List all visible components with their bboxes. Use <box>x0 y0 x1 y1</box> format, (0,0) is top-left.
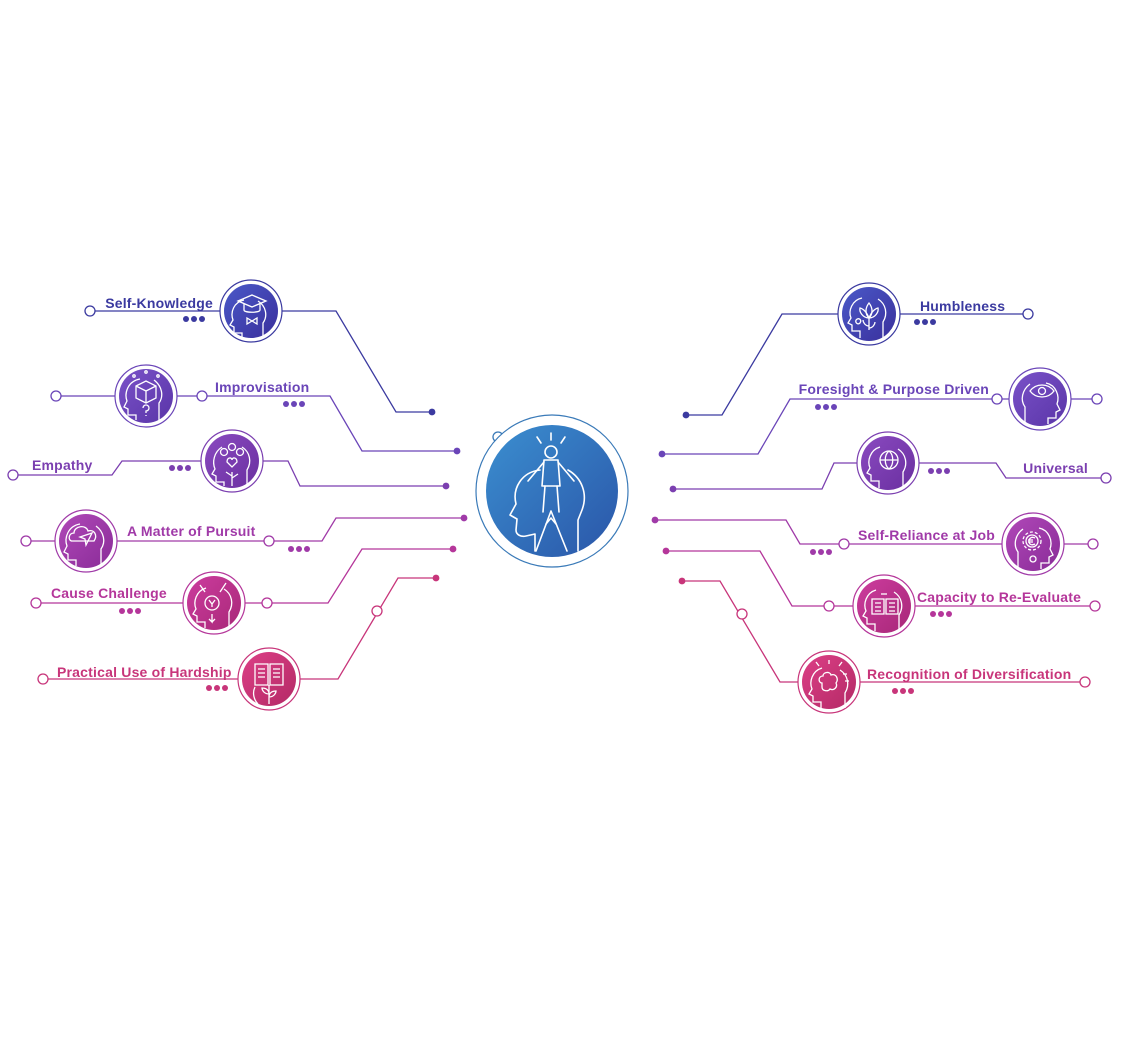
label-universal: Universal <box>1023 460 1088 476</box>
label-matter-of-pursuit: A Matter of Pursuit <box>127 523 256 539</box>
connector-improvisation <box>56 395 457 452</box>
lotus-icon <box>847 297 887 338</box>
ellipsis-dots <box>119 316 952 694</box>
node-hardship[interactable] <box>237 647 301 711</box>
connector-hardship <box>43 577 436 680</box>
labels: Self-Knowledge Improvisation Empathy A M… <box>32 295 1088 682</box>
label-self-reliance: Self-Reliance at Job <box>858 527 995 543</box>
rubik-cube-icon <box>123 370 163 420</box>
node-universal[interactable] <box>856 431 920 495</box>
gear-euro-icon <box>1014 527 1054 569</box>
node-self-knowledge[interactable] <box>219 279 283 343</box>
node-improvisation[interactable] <box>114 364 178 428</box>
label-cause-challenge: Cause Challenge <box>51 585 167 601</box>
node-diversification[interactable] <box>797 650 861 714</box>
connector-self-knowledge <box>90 310 432 413</box>
connector-universal <box>673 462 1106 490</box>
node-foresight[interactable] <box>1008 367 1072 431</box>
open-book-icon <box>862 589 903 631</box>
node-empathy[interactable] <box>200 429 264 493</box>
label-improvisation: Improvisation <box>215 379 309 395</box>
cloud-plane-icon <box>63 523 105 566</box>
inner-dots <box>428 408 690 585</box>
node-matter-of-pursuit[interactable] <box>54 509 118 573</box>
book-plant-icon <box>252 663 284 705</box>
label-re-evaluate: Capacity to Re-Evaluate <box>917 589 1081 605</box>
target-arrows-icon <box>192 582 233 628</box>
connector-re-evaluate <box>666 550 1095 607</box>
connector-humbleness <box>686 313 1028 416</box>
label-foresight: Foresight & Purpose Driven <box>799 381 989 397</box>
node-self-reliance[interactable] <box>1001 512 1065 576</box>
outer-terminals <box>7 305 1112 688</box>
label-humbleness: Humbleness <box>920 298 1005 314</box>
node-re-evaluate[interactable] <box>852 574 916 638</box>
connector-empathy <box>13 460 446 487</box>
label-hardship: Practical Use of Hardship <box>57 664 232 680</box>
center-node <box>475 414 629 568</box>
label-diversification: Recognition of Diversification <box>867 666 1071 682</box>
brain-rays-icon <box>808 660 849 708</box>
head-with-rising-person-icon <box>509 432 586 552</box>
globe-icon <box>866 446 907 488</box>
connector-cause-challenge <box>36 548 453 604</box>
node-humbleness[interactable] <box>837 282 901 346</box>
label-empathy: Empathy <box>32 457 93 473</box>
graduate-head-icon <box>229 294 268 337</box>
connector-diversification <box>682 580 1085 683</box>
label-self-knowledge: Self-Knowledge <box>105 295 213 311</box>
heart-tree-icon <box>211 442 251 486</box>
node-cause-challenge[interactable] <box>182 571 246 635</box>
icon-nodes <box>54 279 1072 714</box>
eye-icon <box>1021 382 1061 424</box>
